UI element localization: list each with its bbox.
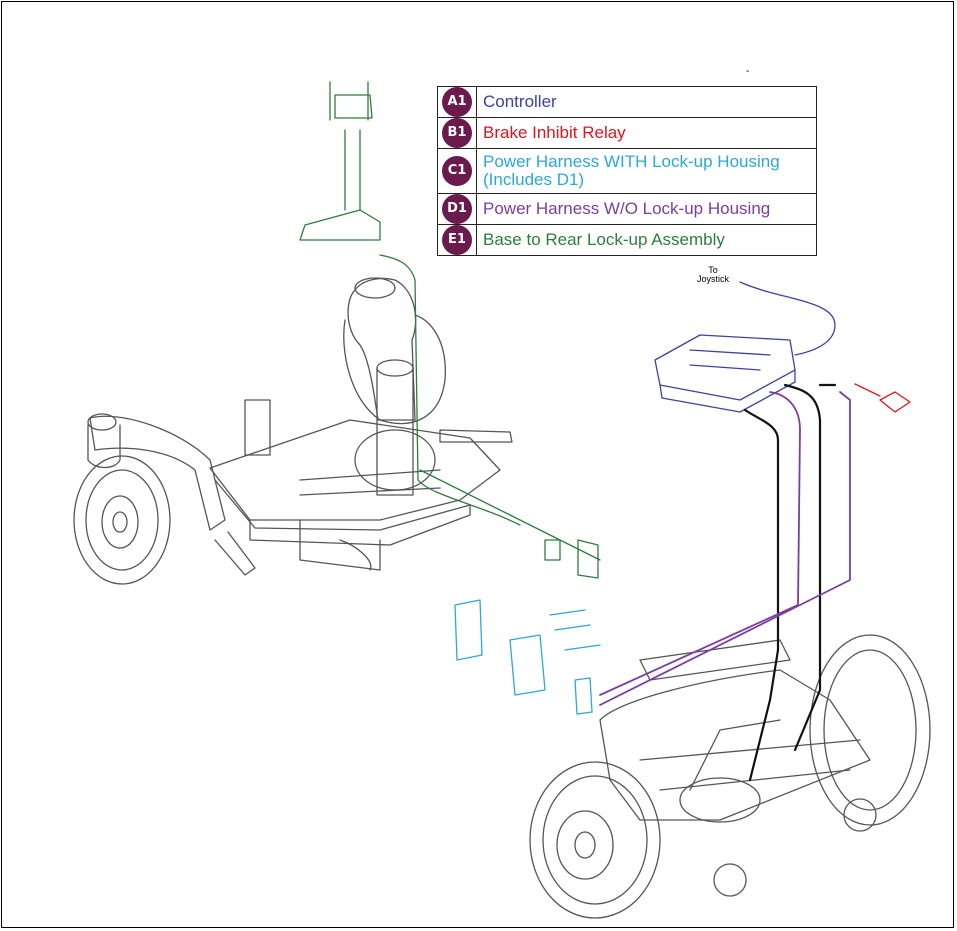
legend-row-b1: B1 Brake Inhibit Relay <box>437 117 817 149</box>
front-caster-wheel <box>73 413 256 585</box>
legend-row-c1: C1 Power Harness WITH Lock-up Housing (I… <box>437 148 817 194</box>
legend-row-d1: D1 Power Harness W/O Lock-up Housing <box>437 193 817 225</box>
legend-label-rear-lockup: Base to Rear Lock-up Assembly <box>476 224 817 256</box>
legend-label-controller: Controller <box>476 86 817 118</box>
legend-label-power-harness-with-housing: Power Harness WITH Lock-up Housing (Incl… <box>476 148 817 194</box>
joystick-callout-line2: Joystick <box>696 274 729 284</box>
legend-badge: E1 <box>442 225 472 255</box>
controller-housing <box>654 281 836 413</box>
legend-badge: C1 <box>442 156 472 186</box>
rear-drive-assembly <box>529 634 931 919</box>
front-base-frame <box>209 399 513 571</box>
brake-inhibit-relay <box>854 383 911 413</box>
joystick-callout: To Joystick <box>688 266 738 284</box>
black-cables <box>743 383 837 782</box>
legend-row-a1: A1 Controller <box>437 86 817 118</box>
dash-mark: - <box>746 66 750 77</box>
joystick-callout-line1: To <box>708 265 718 275</box>
seat-post-tower <box>343 277 446 496</box>
legend-badge: D1 <box>442 194 472 224</box>
purple-cables <box>599 391 851 706</box>
parts-legend: A1 Controller B1 Brake Inhibit Relay C1 … <box>437 86 817 256</box>
legend-row-e1: E1 Base to Rear Lock-up Assembly <box>437 224 817 256</box>
legend-badge: B1 <box>442 118 472 148</box>
legend-label-brake-relay: Brake Inhibit Relay <box>476 117 817 149</box>
legend-label-power-harness-without-housing: Power Harness W/O Lock-up Housing <box>476 193 817 225</box>
lockup-housing <box>454 599 601 715</box>
legend-badge: A1 <box>442 87 472 117</box>
rear-lockup-harness <box>299 81 601 579</box>
